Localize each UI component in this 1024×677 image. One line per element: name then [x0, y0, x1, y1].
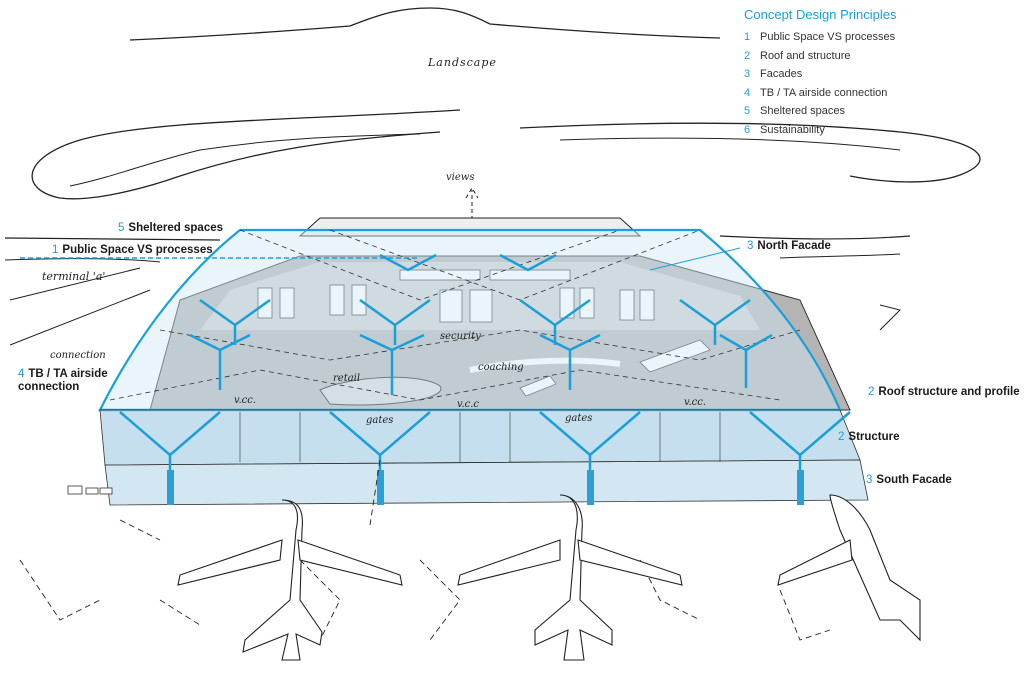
note-connection: connection — [50, 350, 106, 361]
aircraft-icon — [457, 494, 683, 661]
landscape-ribbon — [31, 109, 461, 200]
apron-level — [104, 459, 869, 506]
aircraft-icon — [777, 494, 921, 642]
note-retail: retail — [333, 373, 361, 384]
legend-title: Concept Design Principles — [744, 7, 897, 22]
y-column-icon — [189, 253, 773, 395]
note-views: views — [446, 172, 475, 183]
views-arrow — [465, 187, 479, 220]
note-gates: gates — [366, 415, 394, 426]
glass-roof — [98, 228, 842, 412]
note-security: security — [440, 331, 481, 342]
mountain-outline — [129, 7, 721, 41]
note-vcc: v.c.c — [457, 399, 480, 410]
aircraft-icon — [177, 499, 403, 661]
note-vcc: v.cc. — [234, 395, 257, 406]
note-terminal-a: terminal 'a' — [42, 270, 106, 283]
note-vcc: v.cc. — [684, 397, 707, 408]
note-gates: gates — [565, 413, 593, 424]
note-coaching: coaching — [478, 362, 524, 373]
note-landscape: Landscape — [428, 56, 497, 69]
